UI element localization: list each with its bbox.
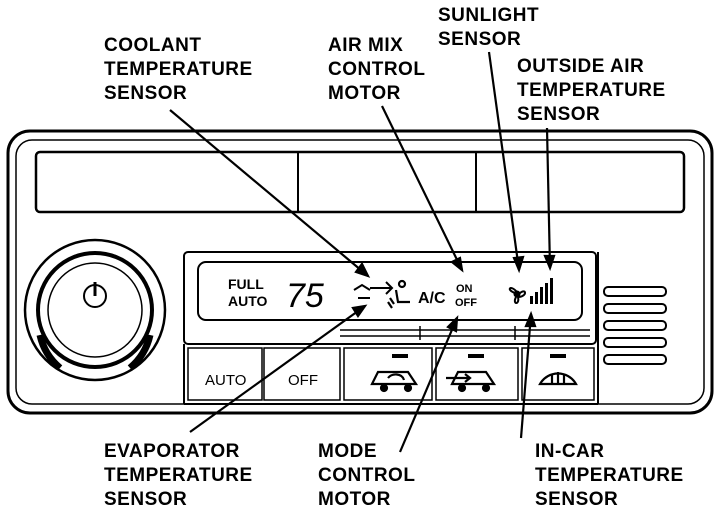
defrost-icon xyxy=(538,372,578,386)
leader-lines xyxy=(169,51,556,453)
outside-air-temperature-sensor-label: OUTSIDE AIR TEMPERATURE SENSOR xyxy=(517,56,666,125)
leader-evaporator xyxy=(189,305,366,433)
sunlight-sensor-label: SUNLIGHT SENSOR xyxy=(438,5,540,50)
arrowhead-in-car xyxy=(524,310,537,328)
leader-sunlight xyxy=(487,51,521,271)
button-row xyxy=(183,344,598,405)
seated-person-icon xyxy=(387,279,410,309)
off-button[interactable]: OFF xyxy=(263,347,341,401)
display-temperature: 75 xyxy=(286,277,324,315)
top-vent-slot xyxy=(34,150,686,214)
display-on-text: ON xyxy=(456,283,473,295)
recirculation-car-icon xyxy=(370,370,419,393)
leader-outside-air xyxy=(545,127,552,269)
defrost-button[interactable] xyxy=(521,347,595,401)
auto-button-label: AUTO xyxy=(205,372,246,389)
arrowhead-coolant xyxy=(354,261,371,278)
auto-button[interactable]: AUTO xyxy=(187,347,263,401)
arrowhead-mode xyxy=(446,315,459,333)
fresh-air-button[interactable] xyxy=(435,347,519,401)
display-full-text: FULL xyxy=(228,276,264,292)
mode-control-motor-label: MODE CONTROL MOTOR xyxy=(318,441,416,510)
mode-arrow-icon xyxy=(353,281,394,299)
temperature-dial[interactable] xyxy=(23,238,167,382)
evaporator-temperature-sensor-label: EVAPORATOR TEMPERATURE SENSOR xyxy=(104,441,253,510)
fan-icon xyxy=(508,287,526,304)
air-mix-control-motor-label: AIR MIX CONTROL MOTOR xyxy=(328,35,426,104)
display-auto-text: AUTO xyxy=(228,293,268,309)
coolant-temperature-sensor-label: COOLANT TEMPERATURE SENSOR xyxy=(104,35,253,104)
leader-air-mix xyxy=(381,105,463,271)
leader-coolant xyxy=(169,109,369,277)
display-window: FULL AUTO 75 A/C ON OFF xyxy=(183,251,597,345)
off-button-label: OFF xyxy=(288,372,318,389)
display-ac-text: A/C xyxy=(418,290,446,307)
in-car-temperature-sensor-label: IN-CAR TEMPERATURE SENSOR xyxy=(535,441,684,510)
fan-speed-bars-icon xyxy=(530,278,553,304)
arrowhead-outside-air xyxy=(543,254,556,272)
control-panel-bezel xyxy=(6,129,714,415)
leader-in-car xyxy=(519,313,533,439)
right-louver-grille xyxy=(597,252,667,404)
recirculation-button[interactable] xyxy=(343,347,433,401)
display-off-text: OFF xyxy=(455,297,477,309)
fresh-air-car-icon xyxy=(446,370,497,393)
arrowhead-air-mix xyxy=(449,256,464,273)
arrowhead-sunlight xyxy=(512,255,525,274)
leader-mode xyxy=(398,317,459,453)
arrowhead-evaporator xyxy=(351,304,368,318)
